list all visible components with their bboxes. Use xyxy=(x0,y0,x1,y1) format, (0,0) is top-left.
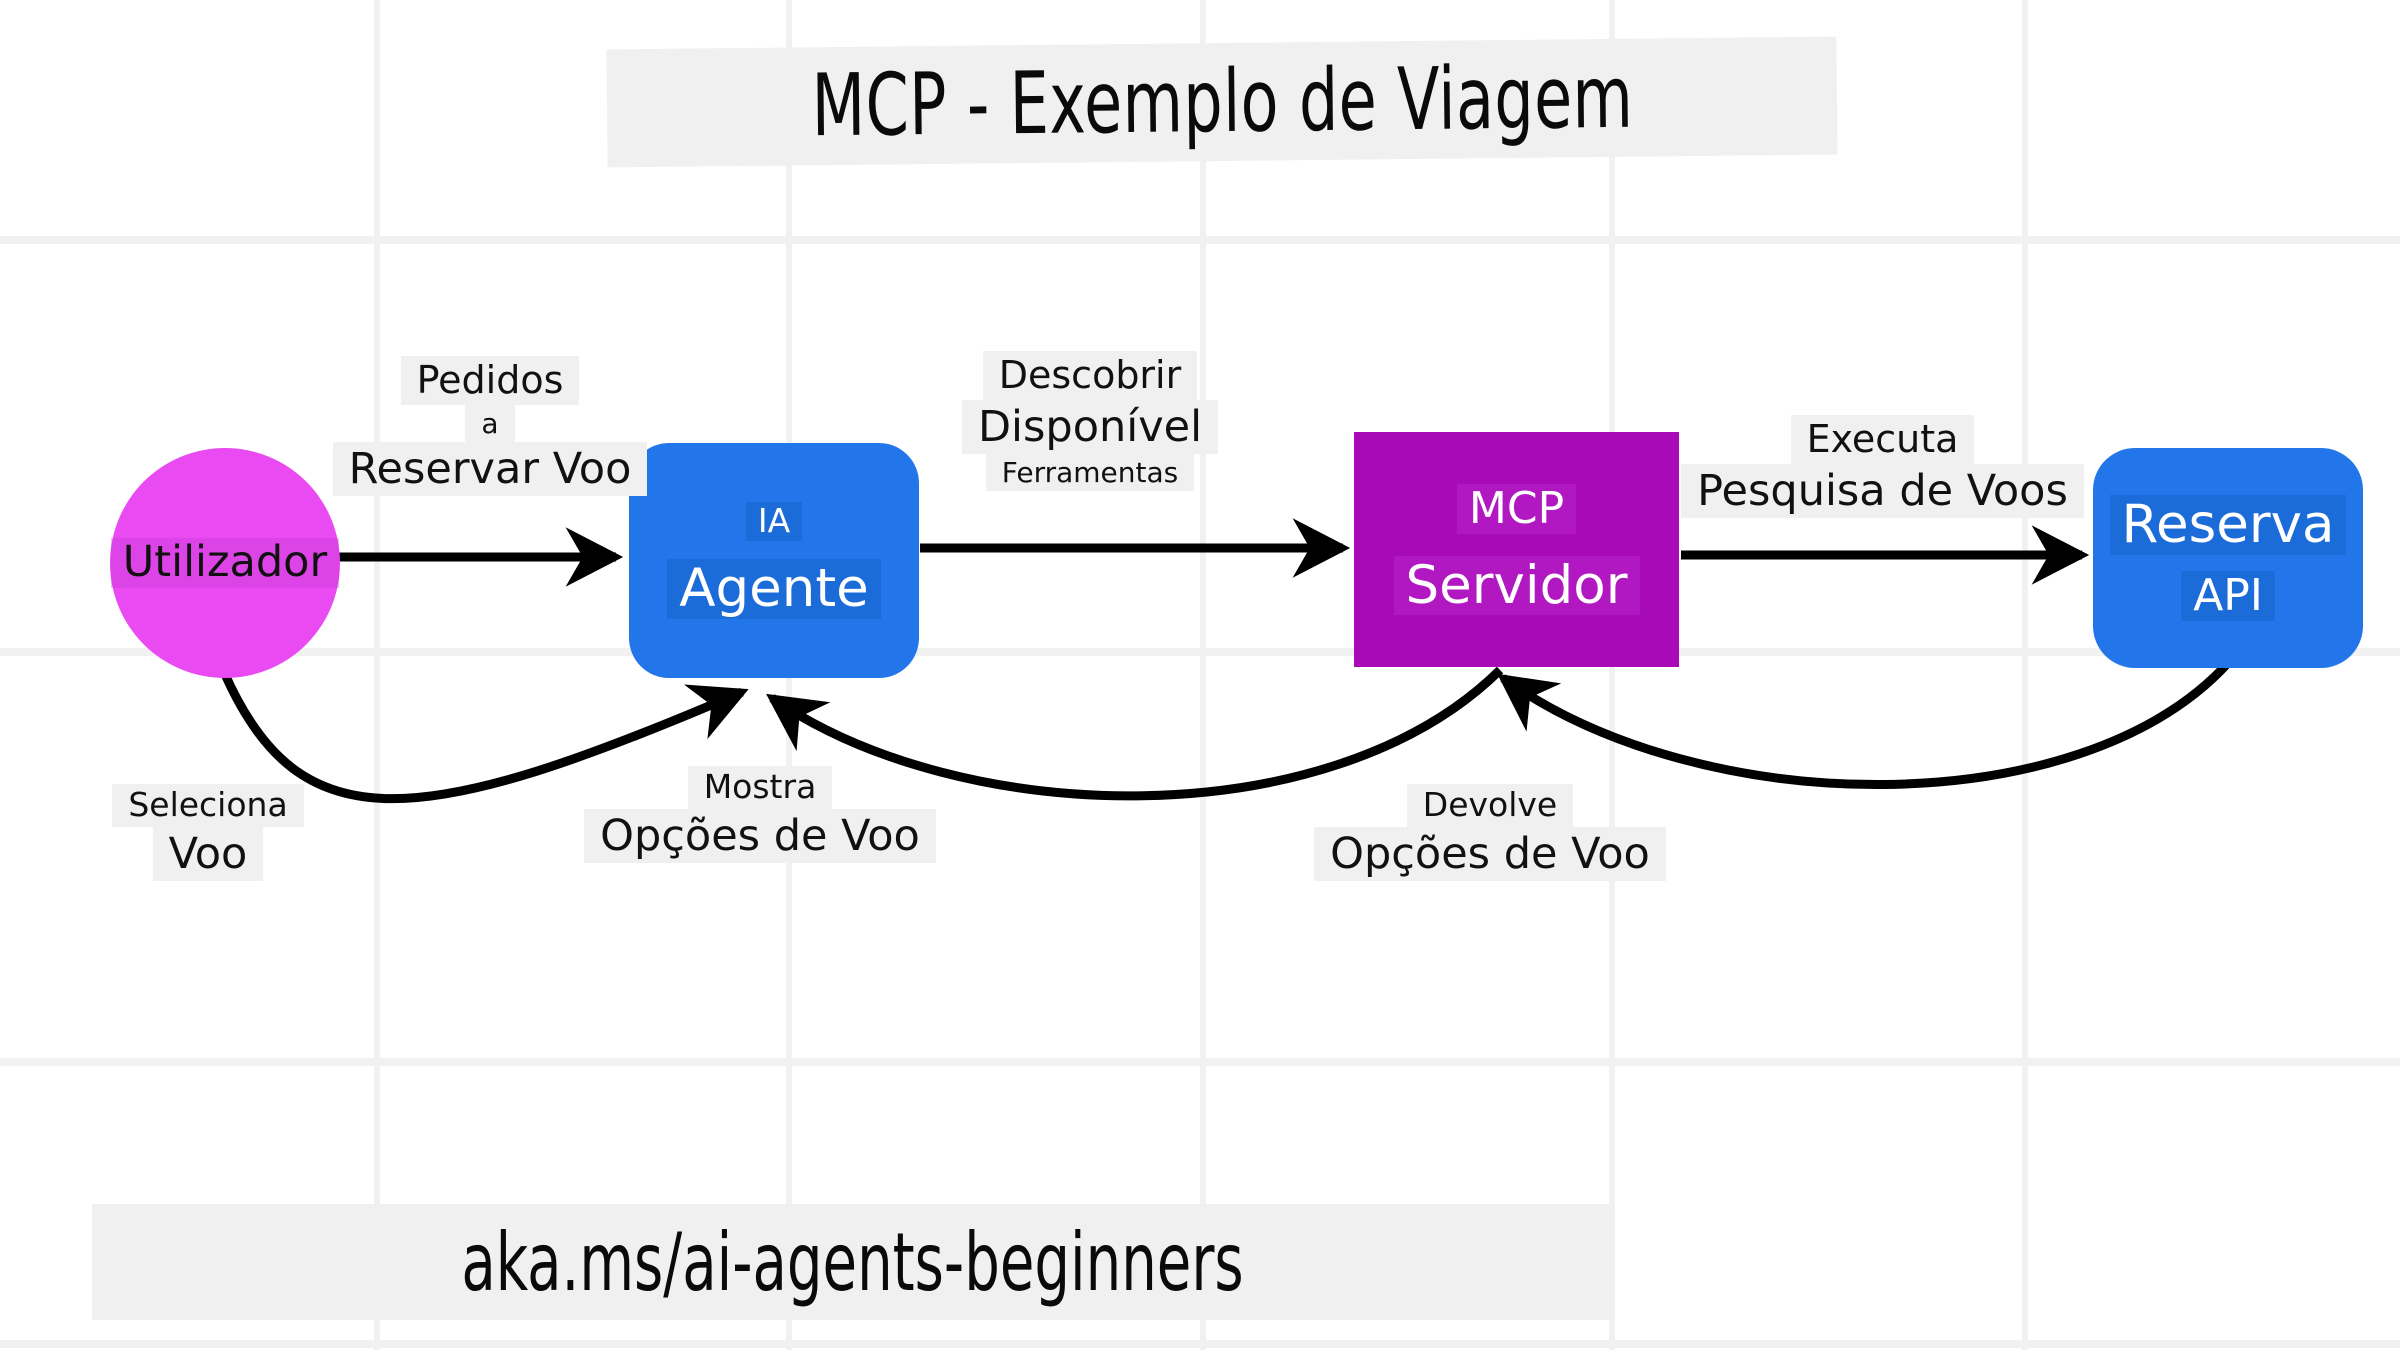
edge-label-server-to-api: Executa Pesquisa de Voos xyxy=(1681,415,2084,518)
node-user[interactable]: Utilizador xyxy=(110,448,340,678)
arrow-user-to-agent-return xyxy=(219,670,749,804)
node-booking-api-label-line2: API xyxy=(2181,570,2275,621)
node-mcp-server-label-line1: MCP xyxy=(1456,483,1577,534)
node-mcp-server-label-line2: Servidor xyxy=(1393,555,1640,616)
arrow-server-to-agent-return xyxy=(766,666,1504,801)
edge-label-line: Descobrir xyxy=(982,351,1198,400)
edge-label-server-to-agent-return: Mostra Opções de Voo xyxy=(584,766,936,864)
edge-label-line: Ferramentas xyxy=(985,453,1195,492)
edge-label-line: a xyxy=(465,404,515,442)
edge-label-line: Devolve xyxy=(1406,784,1574,827)
edge-label-line: Voo xyxy=(152,826,264,882)
footer-link-text: aka.ms/ai-agents-beginners xyxy=(461,1215,1245,1309)
edge-label-line: Opções de Voo xyxy=(1314,826,1666,882)
node-mcp-server[interactable]: MCP Servidor xyxy=(1354,432,1679,667)
edge-label-line: Mostra xyxy=(687,766,833,809)
edge-label-user-to-agent-return: Seleciona Voo xyxy=(112,784,304,882)
edge-label-line: Opções de Voo xyxy=(584,808,936,864)
edge-label-user-to-agent: Pedidos a Reservar Voo xyxy=(332,356,648,497)
node-ai-agent-label-line1: IA xyxy=(745,502,803,541)
edge-label-line: Reservar Voo xyxy=(332,441,648,497)
node-booking-api[interactable]: Reserva API xyxy=(2093,448,2363,668)
diagram-title-text: MCP - Exemplo de Viagem xyxy=(810,47,1634,157)
node-ai-agent-label-line2: Agente xyxy=(667,559,881,619)
diagram-title: MCP - Exemplo de Viagem xyxy=(606,36,1838,168)
edge-label-line: Disponível xyxy=(961,399,1219,454)
edge-label-line: Pesquisa de Voos xyxy=(1681,463,2084,518)
edge-label-line: Executa xyxy=(1790,415,1975,464)
node-user-label: Utilizador xyxy=(110,538,340,588)
node-booking-api-label-line1: Reserva xyxy=(2109,495,2347,555)
footer-link[interactable]: aka.ms/ai-agents-beginners xyxy=(92,1204,1614,1320)
edge-label-line: Seleciona xyxy=(112,784,304,827)
edge-label-api-to-server-return: Devolve Opções de Voo xyxy=(1314,784,1666,882)
edge-label-line: Pedidos xyxy=(400,356,580,405)
edge-label-agent-to-server: Descobrir Disponível Ferramentas xyxy=(960,351,1220,492)
arrow-api-to-server-return xyxy=(1497,659,2232,789)
node-ai-agent[interactable]: IA Agente xyxy=(629,443,919,678)
